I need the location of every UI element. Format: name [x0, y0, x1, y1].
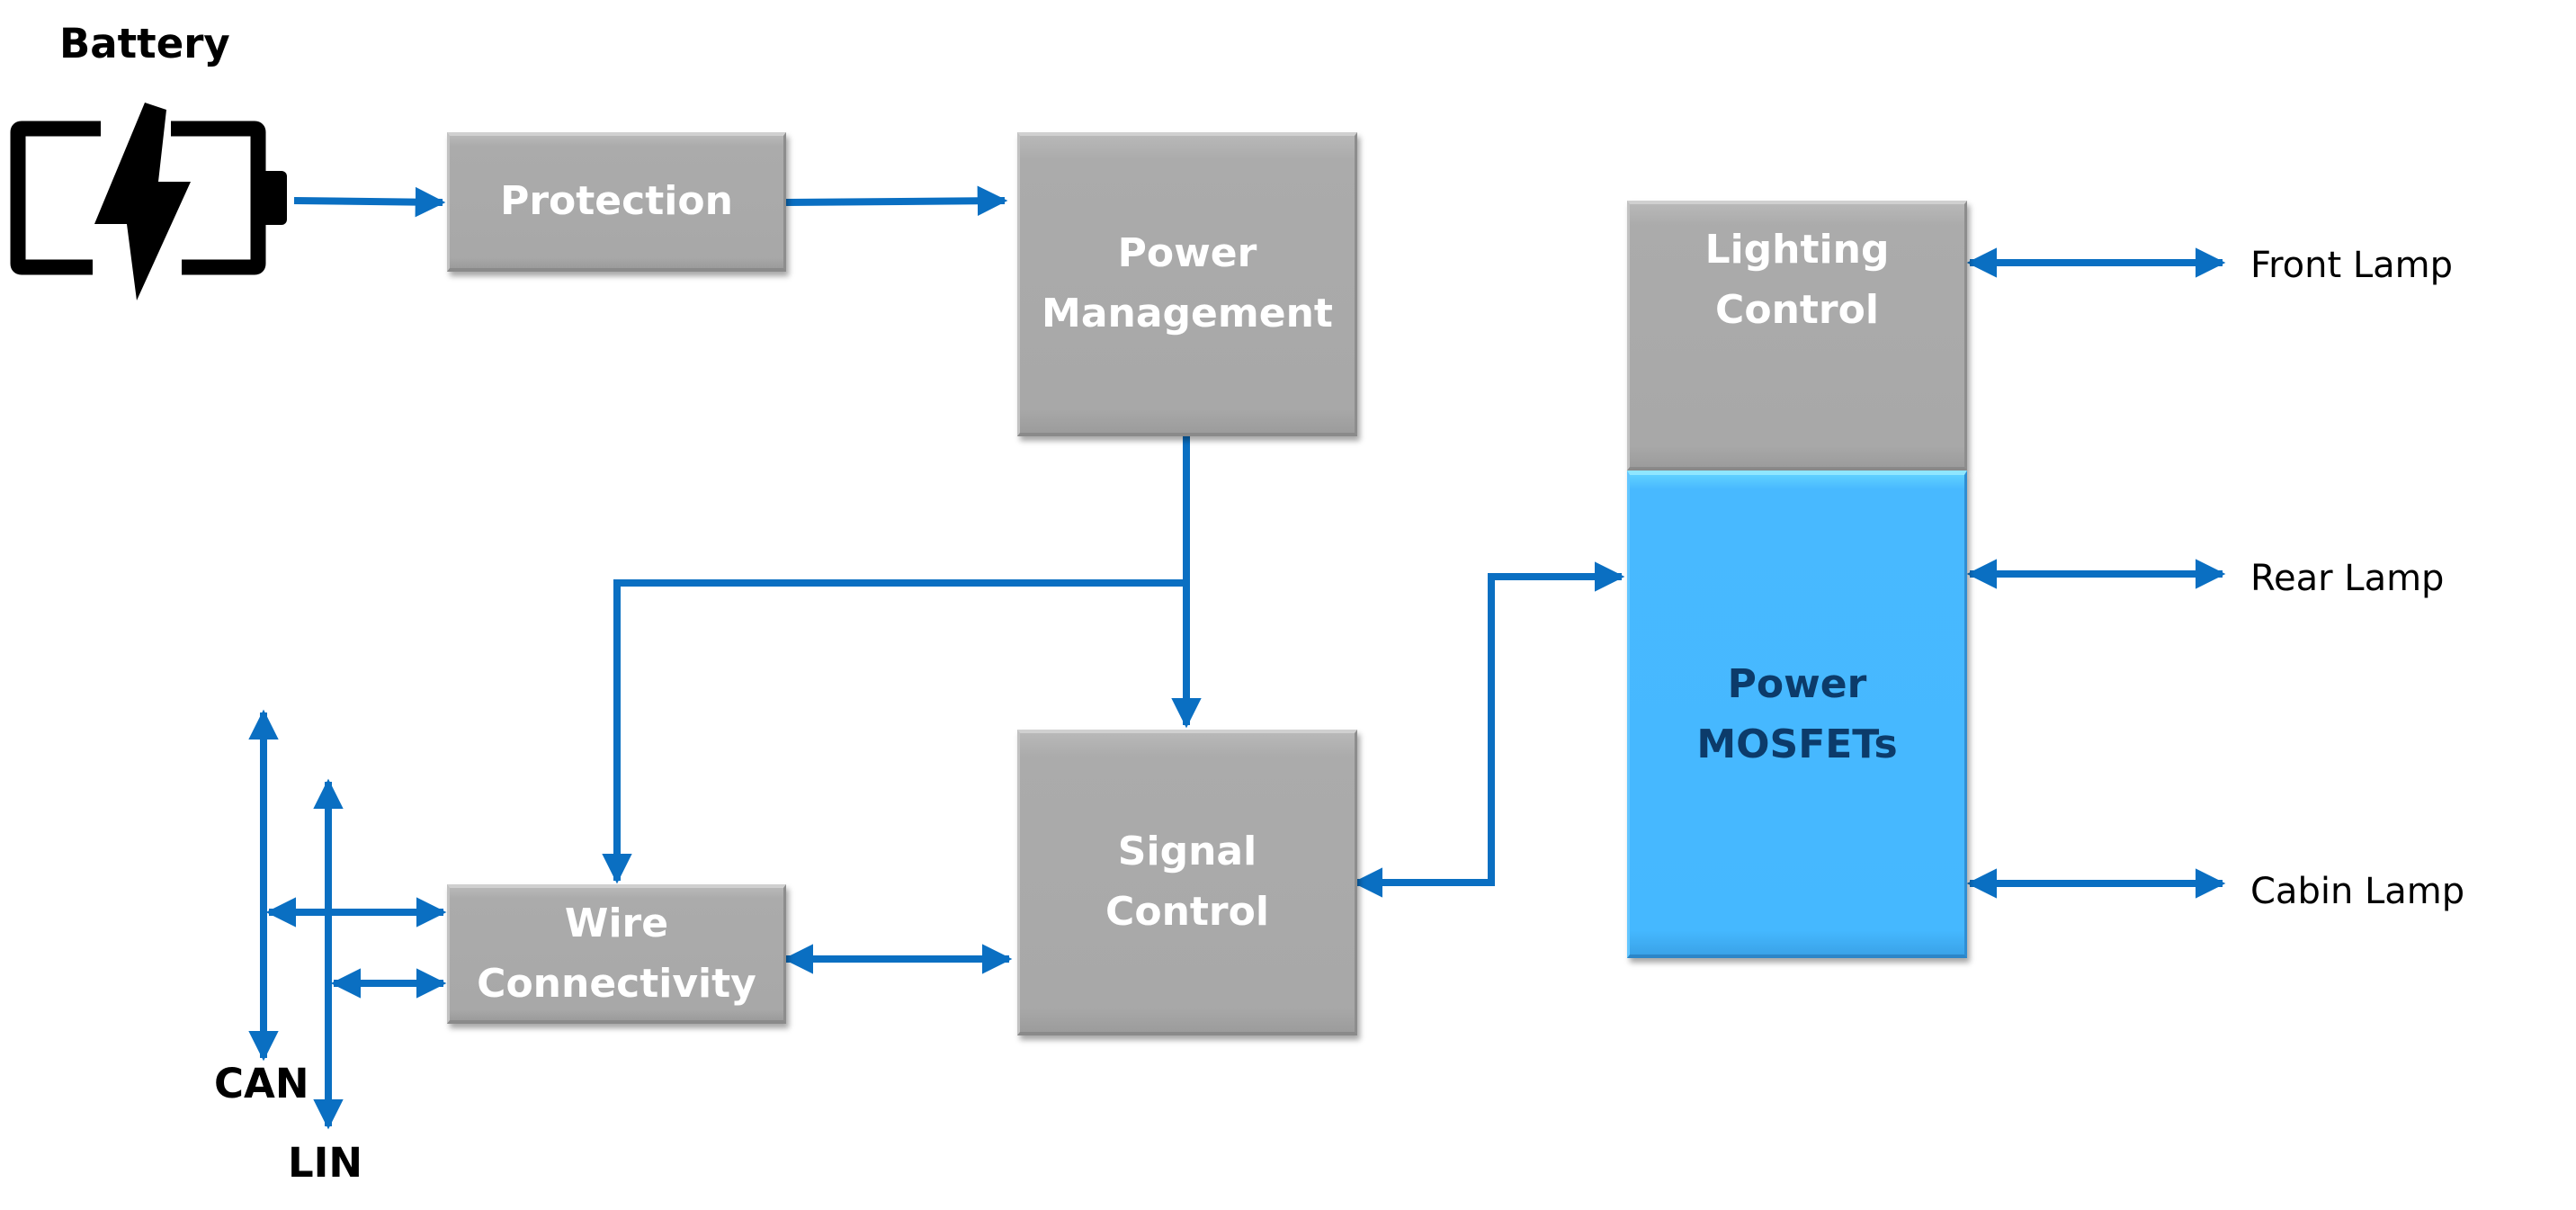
lin-label: LIN: [288, 1139, 363, 1187]
lighting-control-label: Lighting Control: [1704, 227, 1890, 333]
wire-connectivity-block: Wire Connectivity: [447, 884, 786, 1024]
lighting-control-block: Lighting Control: [1627, 201, 1967, 471]
power-management-label: Power Management: [1042, 230, 1333, 336]
rear-lamp-label: Rear Lamp: [2250, 558, 2445, 599]
connector-arrows: [248, 185, 2226, 1130]
battery-charging-icon: [10, 103, 287, 300]
power-mosfets-block: Power MOSFETs: [1627, 471, 1967, 958]
front-lamp-label: Front Lamp: [2250, 245, 2454, 286]
wire-connectivity-label: Wire Connectivity: [477, 900, 756, 1007]
protection-block: Protection: [447, 132, 786, 272]
battery-label: Battery: [59, 20, 230, 67]
power-management-block: Power Management: [1017, 132, 1357, 436]
arrow-battery-protection: [293, 186, 446, 218]
can-label: CAN: [214, 1060, 309, 1107]
power-mosfets-label: Power MOSFETs: [1696, 660, 1898, 767]
arrow-protection-power-management: [785, 185, 1008, 217]
arrow-signal-control-power-mosfets: [1352, 561, 1625, 898]
arrow-power-management-wire-connectivity: [602, 579, 1186, 884]
signal-control-label: Signal Control: [1105, 829, 1269, 935]
signal-control-block: Signal Control: [1017, 730, 1357, 1035]
protection-label: Protection: [500, 178, 733, 225]
cabin-lamp-label: Cabin Lamp: [2250, 871, 2465, 912]
